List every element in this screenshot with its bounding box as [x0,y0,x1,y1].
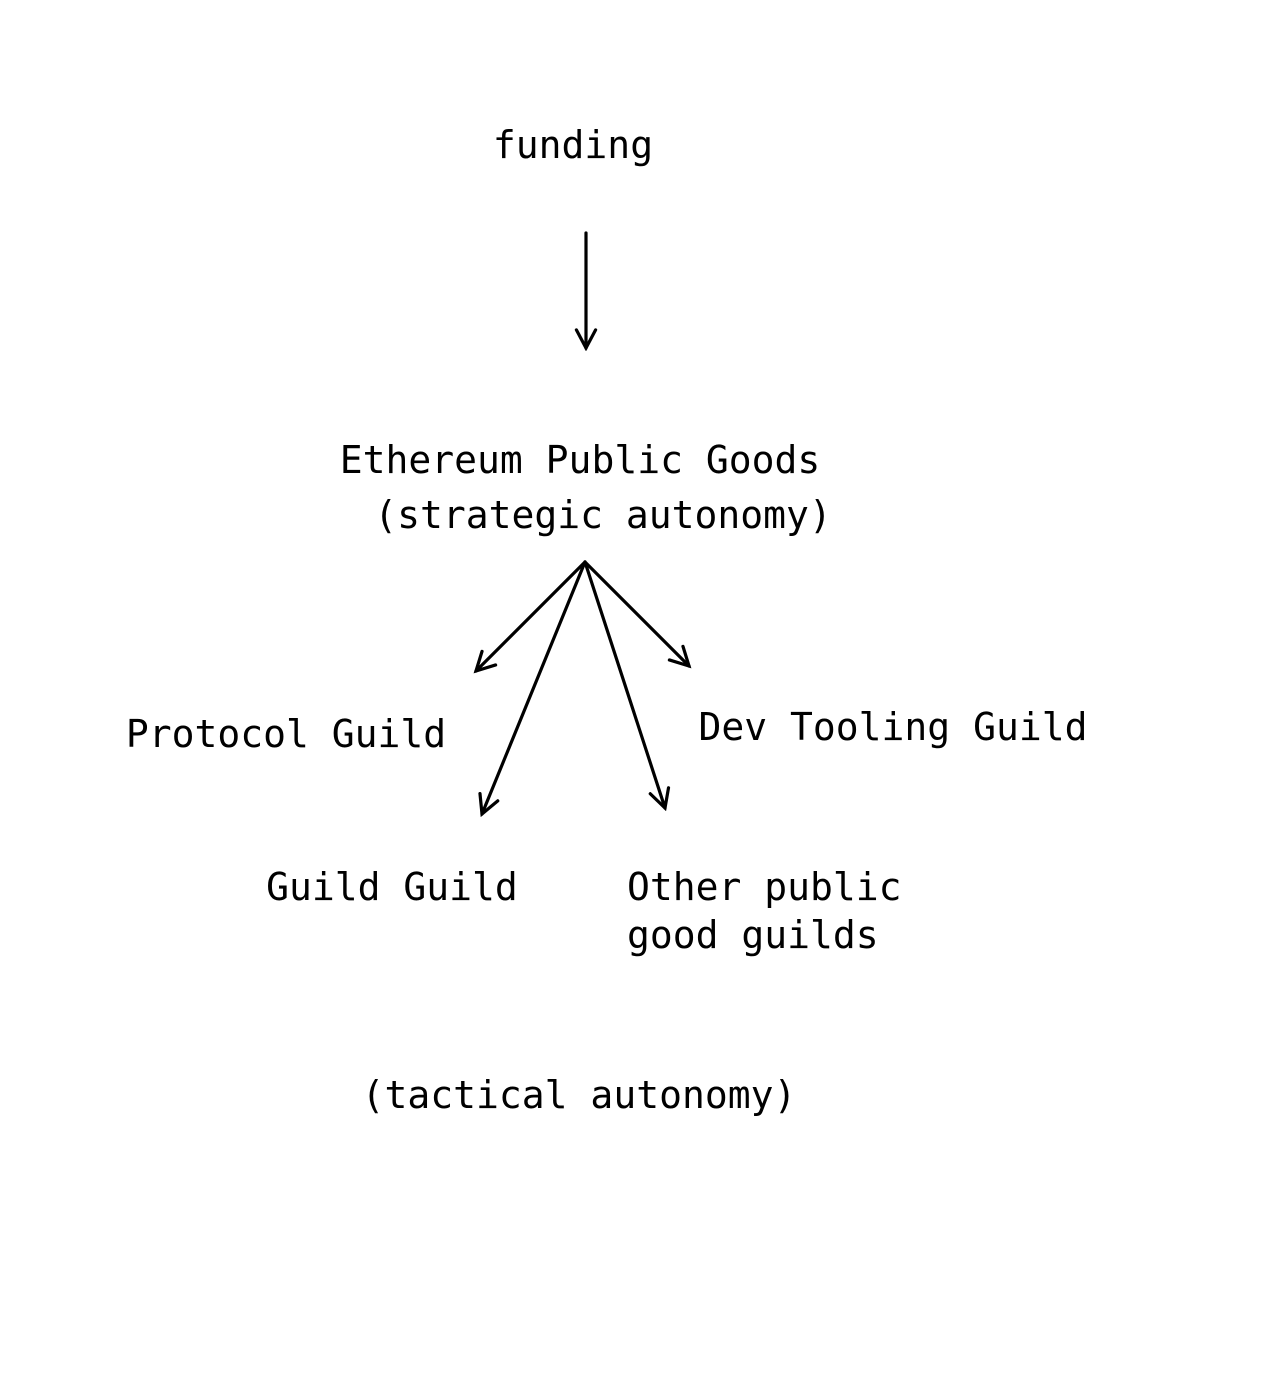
dev-tooling-guild-label: Dev Tooling Guild [699,705,1088,749]
arrow-hub-to-other-guilds [583,560,665,808]
arrow-hub-to-guild-guild [482,560,587,814]
ethereum-public-goods-label: Ethereum Public Goods [340,438,820,482]
other-guilds-label-line2: good guilds [627,913,879,957]
arrow-hub-to-dev-tooling-guild [583,560,689,666]
tactical-autonomy-label: (tactical autonomy) [362,1073,797,1117]
protocol-guild-label: Protocol Guild [126,712,446,756]
arrow-hub-to-protocol-guild [476,560,587,671]
guild-guild-label: Guild Guild [266,865,518,909]
other-guilds-label-line1: Other public [627,865,902,909]
funding-label: funding [493,123,653,167]
strategic-autonomy-label: (strategic autonomy) [374,493,832,537]
